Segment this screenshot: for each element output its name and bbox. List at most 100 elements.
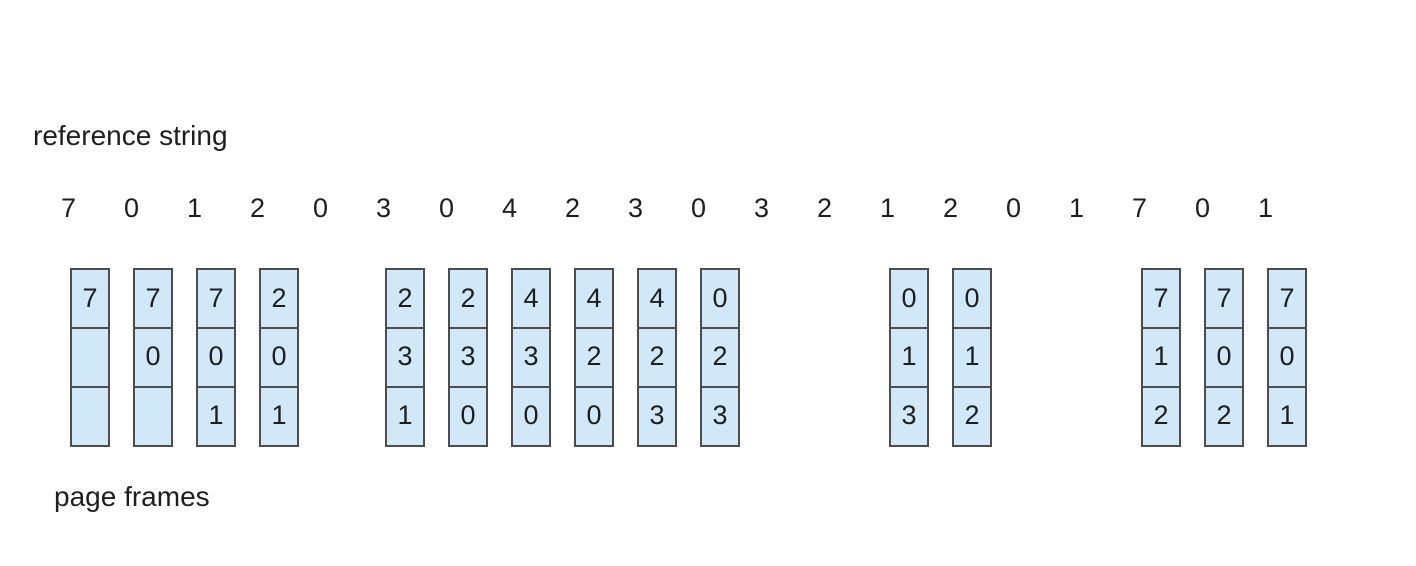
reference-string-value: 7 [1131,193,1148,223]
frame-slot: 7 [37,268,110,452]
reference-string-value: 0 [1194,193,1211,223]
reference-string-value: 2 [249,193,266,223]
reference-string-value: 1 [879,193,896,223]
page-frame-cell: 0 [952,268,992,329]
page-frame-cell: 0 [511,388,551,447]
page-frame-cell: 2 [637,329,677,388]
reference-string-value: 1 [1257,193,1274,223]
page-frame-cell: 4 [637,268,677,329]
page-frame-cell: 2 [1204,388,1244,447]
page-frame-cell: 1 [1141,329,1181,388]
frame-slot [1045,268,1108,452]
page-frame-cell: 0 [1267,329,1307,388]
page-frame-cell: 1 [259,388,299,447]
page-frame-cell: 4 [574,268,614,329]
page-frame-cell: 2 [448,268,488,329]
page-frame-column: 7 [70,268,110,447]
page-frame-cell: 1 [889,329,929,388]
reference-string-value: 1 [186,193,203,223]
reference-string-value: 0 [1005,193,1022,223]
page-frame-cell: 3 [511,329,551,388]
reference-string-value: 2 [942,193,959,223]
page-frame-cell [70,388,110,447]
page-frame-cell: 3 [700,388,740,447]
page-frames-label: page frames [54,481,210,512]
page-frame-cell: 7 [1141,268,1181,329]
page-frame-cell: 2 [259,268,299,329]
page-frame-cell: 7 [196,268,236,329]
page-frame-cell: 7 [1204,268,1244,329]
page-frame-cell: 3 [448,329,488,388]
reference-string-value: 0 [312,193,329,223]
page-frame-cell: 1 [385,388,425,447]
page-frame-cell: 7 [1267,268,1307,329]
page-frame-cell: 1 [952,329,992,388]
frame-slot [730,268,793,452]
reference-string-value: 2 [564,193,581,223]
reference-string-value: 4 [501,193,518,223]
reference-string-value: 3 [753,193,770,223]
frame-slot [289,268,352,452]
page-frame-cell: 0 [133,329,173,388]
page-frame-cell: 0 [889,268,929,329]
page-frame-cell: 0 [196,329,236,388]
frame-slot [982,268,1045,452]
frame-slot [793,268,856,452]
reference-string-value: 2 [816,193,833,223]
page-frame-cell: 4 [511,268,551,329]
reference-string-value: 3 [627,193,644,223]
page-frame-cell: 0 [448,388,488,447]
reference-string-value: 7 [60,193,77,223]
page-frame-cell: 0 [574,388,614,447]
page-frame-cell: 2 [385,268,425,329]
reference-string-label: reference string [33,120,228,151]
page-frame-cell: 2 [700,329,740,388]
reference-string-value: 1 [1068,193,1085,223]
reference-string-value: 0 [438,193,455,223]
page-frame-cell: 3 [889,388,929,447]
page-frame-cell: 0 [1204,329,1244,388]
page-frame-cell: 3 [385,329,425,388]
page-frame-cell: 7 [70,268,110,329]
page-frame-cell: 2 [1141,388,1181,447]
page-frame-cell: 0 [259,329,299,388]
page-frame-cell: 3 [637,388,677,447]
page-frame-cell: 2 [952,388,992,447]
page-frame-cell: 2 [574,329,614,388]
page-frame-cell [70,329,110,388]
page-frame-cell: 0 [700,268,740,329]
page-frame-cell: 1 [1267,388,1307,447]
reference-string-value: 0 [123,193,140,223]
reference-string-value: 0 [690,193,707,223]
